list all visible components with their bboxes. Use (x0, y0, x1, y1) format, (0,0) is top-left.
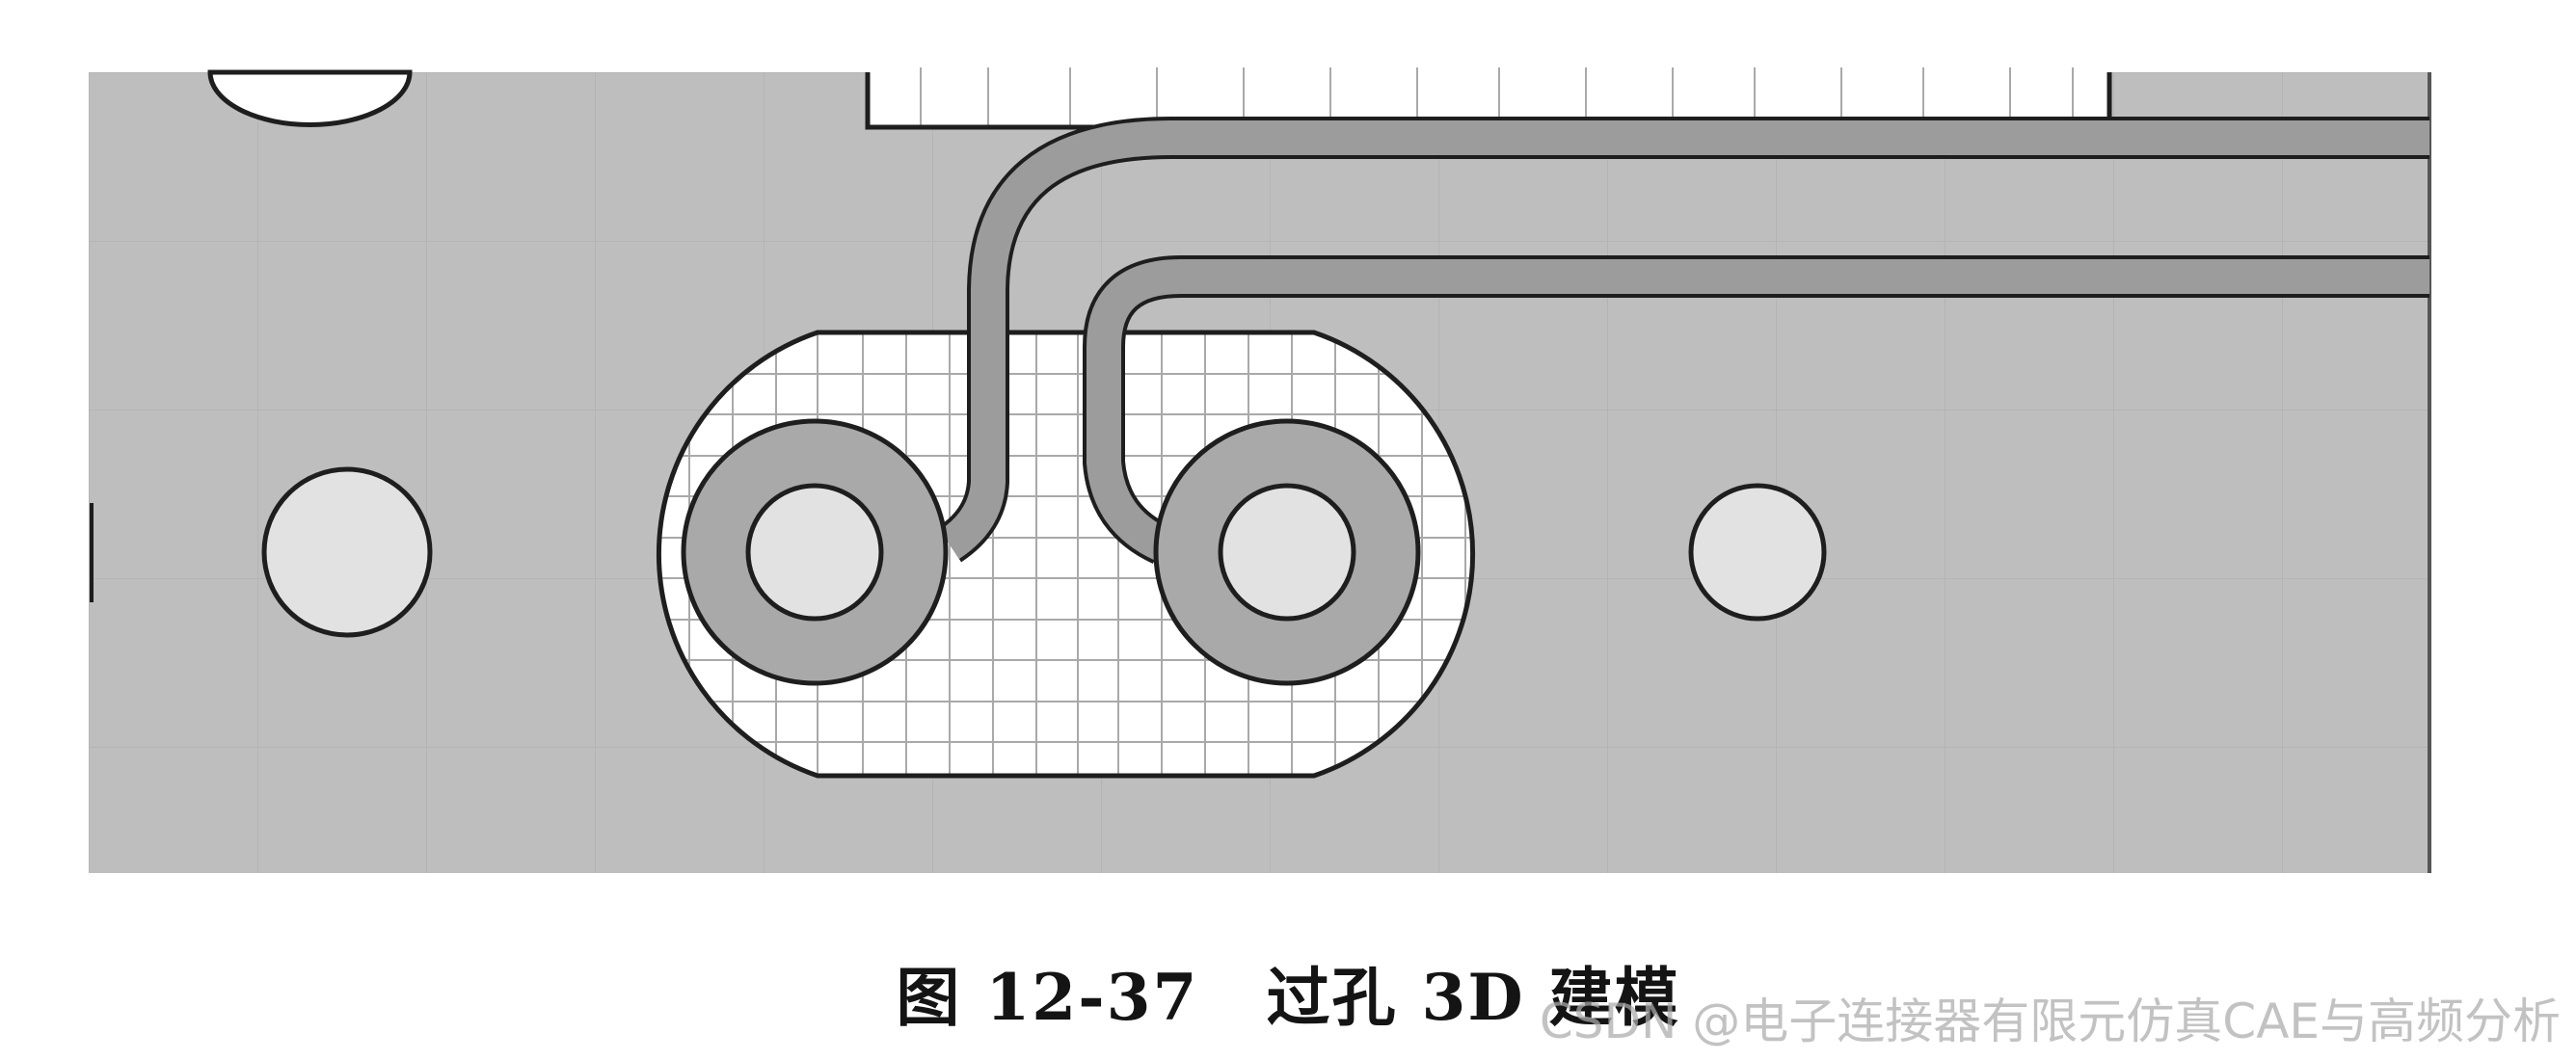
stitching-hole-left (261, 466, 433, 638)
via-pad-right (1153, 418, 1421, 686)
drill-hole-right (1218, 483, 1356, 622)
watermark: CSDN @电子连接器有限元仿真CAE与高频分析 (1539, 994, 2561, 1049)
edge-hole-partial (207, 69, 413, 127)
signal-trace-lower (1083, 255, 2429, 565)
via-pad-left (681, 418, 949, 686)
caption-title: 过孔 3D 建模 (1266, 960, 1680, 1035)
stitching-hole-right (1688, 483, 1827, 622)
figure-caption: 图 12-37 过孔 3D 建模 (0, 946, 2576, 1035)
caption-label: 图 12-37 (896, 960, 1199, 1035)
drill-hole-left (745, 483, 884, 622)
signal-trace-upper (937, 117, 2429, 563)
